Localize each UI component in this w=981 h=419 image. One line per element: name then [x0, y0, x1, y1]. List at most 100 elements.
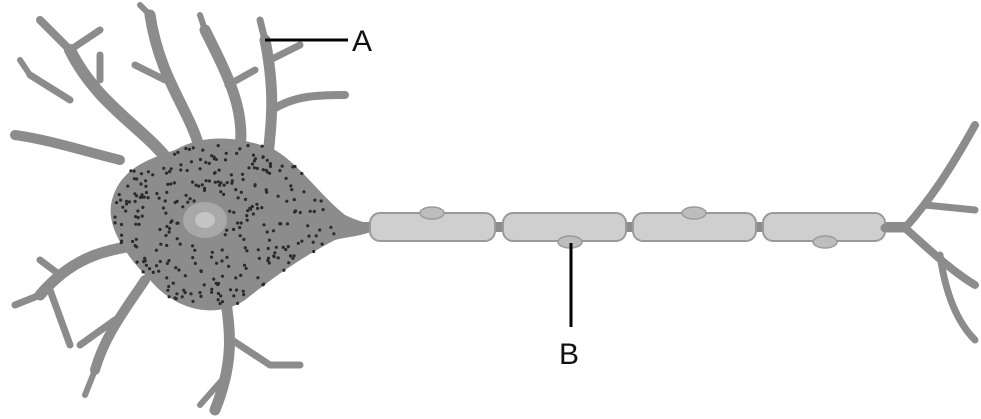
cytoplasm-dot [145, 191, 148, 194]
cytoplasm-dot [142, 270, 145, 273]
cytoplasm-dot [275, 246, 278, 249]
cytoplasm-dot [312, 250, 315, 253]
cytoplasm-dot [166, 183, 169, 186]
cytoplasm-dot [242, 238, 245, 241]
cytoplasm-dot [158, 197, 161, 200]
cytoplasm-dot [282, 269, 285, 272]
cytoplasm-dot [246, 219, 249, 222]
cytoplasm-dot [199, 295, 202, 298]
cytoplasm-dot [239, 274, 242, 277]
nucleolus [195, 212, 215, 228]
cytoplasm-dot [167, 285, 170, 288]
cytoplasm-dot [313, 210, 316, 213]
cytoplasm-dot [157, 270, 160, 273]
cytoplasm-dot [255, 203, 258, 206]
cytoplasm-dot [219, 294, 222, 297]
cytoplasm-dot [141, 206, 144, 209]
cytoplasm-dot [244, 198, 247, 201]
cytoplasm-dot [165, 225, 168, 228]
cytoplasm-dot [172, 282, 175, 285]
cytoplasm-dot [237, 196, 240, 199]
cytoplasm-dot [321, 243, 324, 246]
cytoplasm-dot [185, 194, 188, 197]
cytoplasm-dot [184, 147, 187, 150]
cytoplasm-dot [138, 223, 141, 226]
cytoplasm-dot [144, 179, 147, 182]
cytoplasm-dot [252, 154, 255, 157]
cytoplasm-dot [193, 249, 196, 252]
cytoplasm-dot [227, 265, 230, 268]
cytoplasm-dot [167, 259, 170, 262]
cytoplasm-dot [320, 199, 323, 202]
cytoplasm-dot [176, 151, 179, 154]
cytoplasm-dot [140, 172, 143, 175]
cytoplasm-dot [141, 215, 144, 218]
cytoplasm-dot [175, 292, 178, 295]
cytoplasm-dot [217, 180, 220, 183]
cytoplasm-dot [293, 254, 296, 257]
cytoplasm-dot [287, 261, 290, 264]
cytoplasm-dot [306, 224, 309, 227]
cytoplasm-dot [147, 170, 150, 173]
cytoplasm-dot [253, 159, 256, 162]
cytoplasm-dot [332, 232, 335, 235]
cytoplasm-dot [144, 185, 147, 188]
cytoplasm-dot [242, 290, 245, 293]
cytoplasm-dot [261, 283, 264, 286]
cytoplasm-dot [166, 289, 169, 292]
cytoplasm-dot [164, 212, 167, 215]
cytoplasm-dot [217, 298, 220, 301]
cytoplasm-dot [261, 145, 264, 148]
cytoplasm-dot [198, 291, 201, 294]
cytoplasm-dot [277, 195, 280, 198]
cytoplasm-dot [300, 240, 303, 243]
cytoplasm-dot [279, 222, 282, 225]
cytoplasm-dot [175, 222, 178, 225]
cytoplasm-dot [208, 179, 211, 182]
schwann-nucleus [682, 207, 706, 219]
cytoplasm-dot [191, 244, 194, 247]
cytoplasm-dot [184, 274, 187, 277]
cytoplasm-dot [129, 169, 132, 172]
cytoplasm-dot [199, 158, 202, 161]
cytoplasm-dot [329, 226, 332, 229]
cytoplasm-dot [229, 288, 232, 291]
cytoplasm-dot [287, 245, 290, 248]
cytoplasm-dot [257, 248, 260, 251]
schwann-nucleus [420, 207, 444, 219]
cytoplasm-dot [272, 229, 275, 232]
cytoplasm-dot [281, 165, 284, 168]
cytoplasm-dot [191, 256, 194, 259]
cytoplasm-dot [236, 302, 239, 305]
cytoplasm-dot [251, 163, 254, 166]
cytoplasm-dot [221, 275, 224, 278]
cytoplasm-dot [136, 209, 139, 212]
cytoplasm-dot [193, 199, 196, 202]
schwann-nucleus [813, 236, 837, 248]
cytoplasm-dot [225, 152, 228, 155]
cytoplasm-dot [134, 215, 137, 218]
cytoplasm-dot [199, 167, 202, 170]
cytoplasm-dot [135, 238, 138, 241]
cytoplasm-dot [258, 257, 261, 260]
cytoplasm-dot [186, 169, 189, 172]
cytoplasm-dot [210, 256, 213, 259]
cytoplasm-dot [234, 188, 237, 191]
cytoplasm-dot [118, 193, 121, 196]
cytoplasm-dot [189, 292, 192, 295]
cytoplasm-dot [145, 264, 148, 267]
cytoplasm-dot [232, 294, 235, 297]
cytoplasm-dot [148, 267, 151, 270]
cytoplasm-dot [256, 167, 259, 170]
cytoplasm-dot [177, 268, 180, 271]
cytoplasm-dot [208, 162, 211, 165]
cytoplasm-dot [262, 155, 265, 158]
cytoplasm-dot [120, 223, 123, 226]
cytoplasm-dot [143, 196, 146, 199]
cytoplasm-dot [240, 221, 243, 224]
cytoplasm-dot [164, 199, 167, 202]
cytoplasm-dot [266, 159, 269, 162]
cytoplasm-dot [286, 222, 289, 225]
cytoplasm-dot [159, 260, 162, 263]
